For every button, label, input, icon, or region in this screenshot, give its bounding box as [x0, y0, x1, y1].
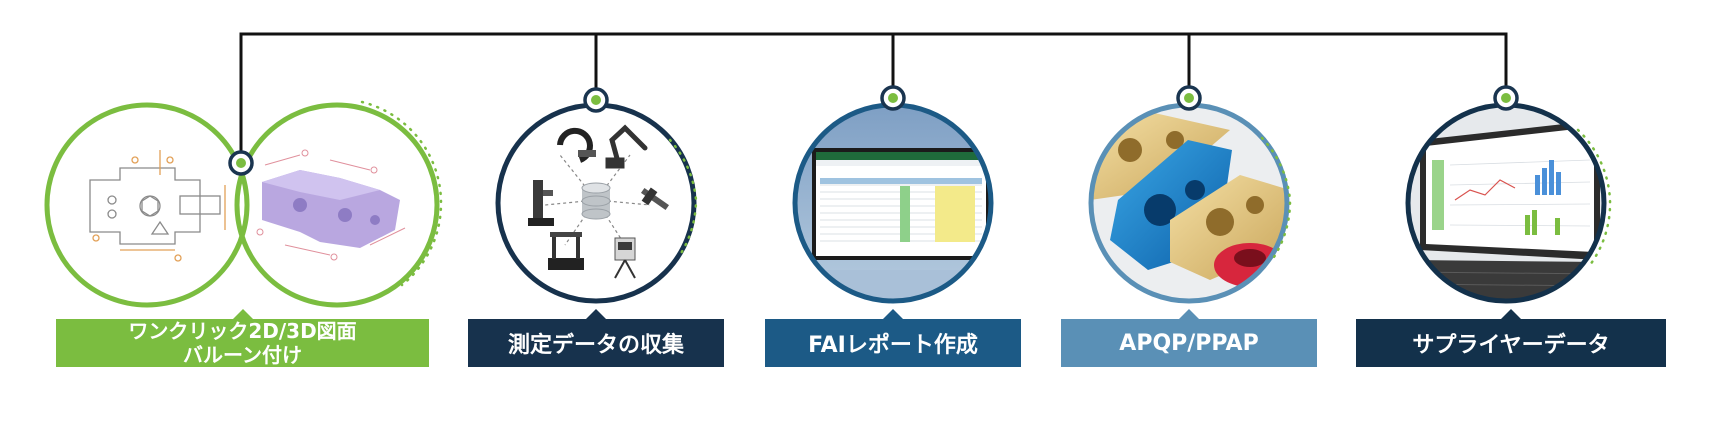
- step5-circle-group: [1405, 102, 1612, 304]
- 2d-drawing-icon: [89, 150, 226, 262]
- node-step1: [228, 150, 254, 176]
- node-step4: [1176, 85, 1202, 111]
- micrometer-icon: [557, 127, 596, 163]
- cmm-machine-icon: [548, 232, 584, 270]
- step4-notch: [1179, 309, 1199, 319]
- connector-lines: [239, 32, 1508, 163]
- step5-label-text: サプライヤーデータ: [1412, 333, 1610, 358]
- node-step3: [880, 85, 906, 111]
- step2-circle-group: [495, 102, 698, 304]
- total-station-icon: [614, 237, 636, 279]
- node-step5: [1493, 85, 1519, 111]
- machined-parts-icon: [1091, 105, 1287, 301]
- step1-label-line1: ワンクリック2D/3D図面: [128, 319, 357, 343]
- step4-circle-group: [1088, 102, 1292, 304]
- 3d-model-icon: [256, 149, 406, 261]
- fai-report-screen-icon: [795, 105, 991, 301]
- caliper-icon: [640, 187, 670, 211]
- step4-label: APQP/PPAP: [1061, 319, 1317, 367]
- step3-label-text: FAIレポート作成: [808, 333, 978, 358]
- step4-label-text: APQP/PPAP: [1119, 330, 1259, 356]
- connector-nodes: [228, 85, 1519, 176]
- cmm-arm-icon: [605, 124, 648, 169]
- step2-label-text: 測定データの収集: [507, 333, 684, 358]
- step1-label: ワンクリック2D/3D図面 バルーン付け: [56, 319, 429, 367]
- step3-circle-group: [792, 102, 994, 304]
- step1-notch: [233, 309, 253, 319]
- step3-notch: [883, 309, 903, 319]
- step2-notch: [586, 309, 606, 319]
- height-gauge-icon: [528, 180, 554, 226]
- database-icon: [581, 182, 611, 220]
- node-step2: [583, 87, 609, 113]
- step1-label-line2: バルーン付け: [183, 343, 302, 367]
- step1-circle-group: [44, 100, 443, 308]
- step5-label: サプライヤーデータ: [1356, 319, 1666, 367]
- step3-label: FAIレポート作成: [765, 319, 1021, 367]
- step2-label: 測定データの収集: [468, 319, 724, 367]
- step5-notch: [1501, 309, 1521, 319]
